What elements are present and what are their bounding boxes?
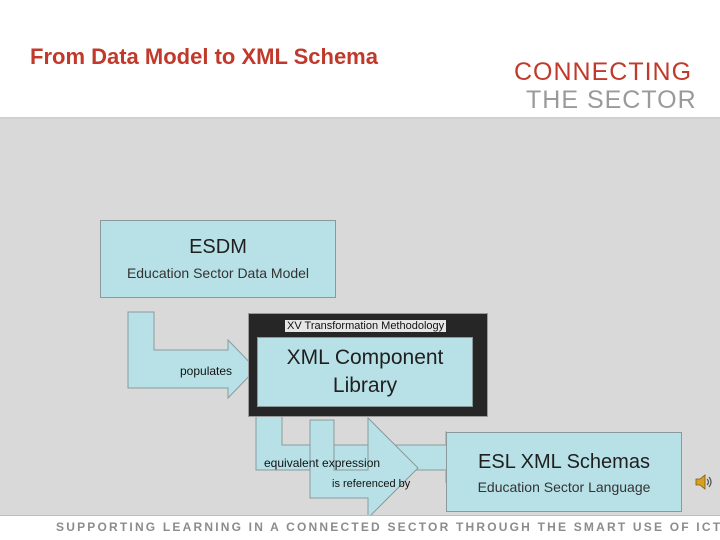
slide-title: From Data Model to XML Schema [30,44,378,69]
referenced-arrow-body [309,416,419,520]
is-referenced-by-label: is referenced by [332,478,411,490]
header-divider [0,117,720,119]
esdm-box: ESDM Education Sector Data Model [100,220,336,298]
xcl-title: XML Component Library [286,346,444,397]
esl-title: ESL XML Schemas [478,451,650,473]
footer-tagline: SUPPORTING LEARNING IN A CONNECTED SECTO… [56,520,720,534]
equivalent-expression-label: equivalent expression [264,456,381,470]
slide-header: From Data Model to XML Schema CONNECTING… [0,0,720,119]
connecting-the-sector-logo: CONNECTING THE SECTOR [514,58,697,112]
xml-component-library-box: XML Component Library [257,337,473,407]
esdm-subtitle: Education Sector Data Model [126,265,310,281]
esdm-title: ESDM [189,236,247,258]
speaker-icon[interactable] [694,472,714,492]
logo-line1: CONNECTING [514,58,692,86]
methodology-label: XV Transformation Methodology [285,320,447,332]
esl-subtitle: Education Sector Language [477,479,651,495]
populates-label: populates [180,364,233,378]
logo-line2: THE SECTOR [526,86,697,112]
populates-arrow [127,311,257,400]
slide-footer: SUPPORTING LEARNING IN A CONNECTED SECTO… [0,515,720,540]
esl-xml-schemas-box: ESL XML Schemas Education Sector Languag… [446,432,682,512]
